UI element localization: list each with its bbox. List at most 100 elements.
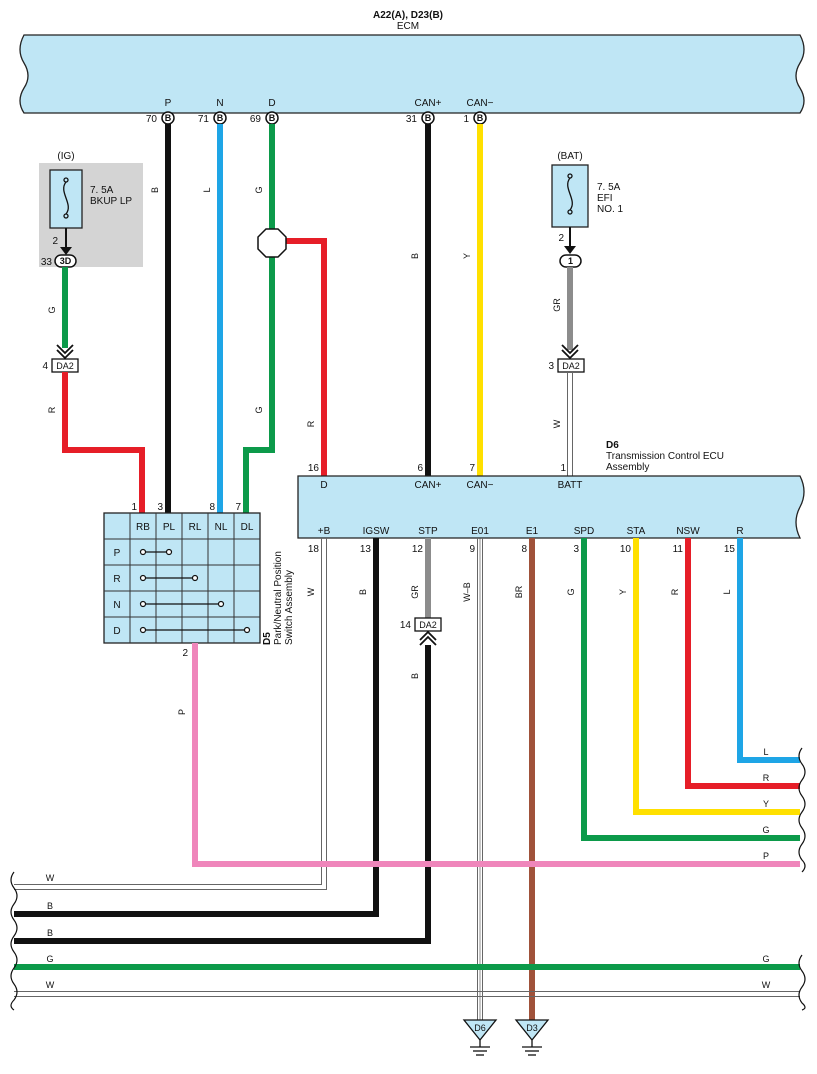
ecm-pin-p-signal: P xyxy=(165,98,172,109)
tcm-pin-batt-signal: BATT xyxy=(558,480,583,491)
wire-n-label: L xyxy=(202,187,212,192)
bat-fuse-name1: EFI xyxy=(597,193,613,204)
pn-col-dl: DL xyxy=(241,522,254,533)
pn-pin-2: 2 xyxy=(182,648,188,659)
da2-stp-name: DA2 xyxy=(419,620,437,630)
tcm-pin-d-signal: D xyxy=(320,480,327,491)
tcm-pin-canminus-number: 7 xyxy=(469,463,475,474)
bus-right-p: P xyxy=(763,851,769,861)
da2-right-name: DA2 xyxy=(562,361,580,371)
wire-d-red xyxy=(284,238,327,476)
bus-left-w: W xyxy=(46,873,55,883)
bus-left-b2: B xyxy=(47,928,53,938)
tcm-pin-canplus-number: 6 xyxy=(417,463,423,474)
ecm-pin-canplus-number: 31 xyxy=(406,114,418,125)
pn-col-rl: RL xyxy=(189,522,202,533)
bat-fuse-rating: 7. 5A xyxy=(597,182,621,193)
tcm-pin-plusb-number: 18 xyxy=(308,544,320,555)
tcm-pin-stp-signal: STP xyxy=(418,526,438,537)
stp-lower-label: B xyxy=(410,673,420,679)
ecm-pin-n-number: 71 xyxy=(198,114,210,125)
ecm-pin-d: D 69 B xyxy=(250,98,279,125)
tcm-box xyxy=(297,475,805,539)
ig-fuse-name: BKUP LP xyxy=(90,196,132,207)
bus-full-g-right: G xyxy=(762,954,769,964)
ig-junction-pin: 33 xyxy=(41,257,53,268)
tcm-pin-spd-signal: SPD xyxy=(574,526,595,537)
tcm-pin-e01-number: 9 xyxy=(469,544,475,555)
ecm-pin-p-number: 70 xyxy=(146,114,158,125)
tcm-wire-sta-label: Y xyxy=(618,589,628,595)
pn-pin-1: 1 xyxy=(131,502,137,513)
wire-canminus-label: Y xyxy=(462,253,472,259)
wire-ig-red xyxy=(62,372,145,513)
ecm-pin-d-number: 69 xyxy=(250,114,262,125)
tcm-pin-sta-number: 10 xyxy=(620,544,632,555)
wire-d-label1: G xyxy=(254,186,264,193)
wire-switch-pink xyxy=(192,643,800,867)
ecm-pin-canminus-number: 1 xyxy=(463,114,469,125)
pn-row-r: R xyxy=(113,574,120,585)
pn-pin-7: 7 xyxy=(235,502,241,513)
ig-junction-conn: 3D xyxy=(60,256,72,266)
pn-row-n: N xyxy=(113,600,120,611)
tcm-pin-e1-signal: E1 xyxy=(526,526,539,537)
da2-right-pin: 3 xyxy=(548,361,554,372)
bat-fuse-icon xyxy=(567,173,573,215)
bat-junction-conn: 1 xyxy=(568,256,573,266)
wire-d-label2: G xyxy=(254,406,264,413)
ground-d3: D3 xyxy=(514,1019,550,1056)
bus-full-w-left: W xyxy=(46,980,55,990)
ig-supply-label: (IG) xyxy=(57,151,74,162)
tcm-wire-nsw-label: R xyxy=(670,588,680,595)
pn-pin-3: 3 xyxy=(157,502,163,513)
da2-right xyxy=(557,358,585,373)
tcm-top-pins: 16 D 6 CAN+ 7 CAN− 1 BATT xyxy=(308,463,583,491)
da2-left-name: DA2 xyxy=(56,361,74,371)
pn-col-nl: NL xyxy=(215,522,228,533)
pn-switch: RB PL RL NL DL P R N D 1 3 8 7 2 D5 Park… xyxy=(103,502,295,659)
wire-p-label: B xyxy=(150,187,160,193)
ground-d6: D6 xyxy=(462,1019,498,1056)
tcm-wire-stp-label: GR xyxy=(410,585,420,599)
break-marks xyxy=(10,747,806,1011)
ecm-pin-n-signal: N xyxy=(216,98,223,109)
tcm-pin-plusb-signal: +B xyxy=(318,526,331,537)
tcm-pin-igsw-signal: IGSW xyxy=(363,526,390,537)
bus-right-y: Y xyxy=(763,799,769,809)
pn-switch-name1: Park/Neutral Position xyxy=(273,551,284,645)
pn-switch-name2: Switch Assembly xyxy=(284,570,295,645)
ecm-pin-canplus-signal: CAN+ xyxy=(415,98,442,109)
ecm-pin-d-conn: B xyxy=(269,113,276,123)
bus-right-g: G xyxy=(762,825,769,835)
wire-canplus-label: B xyxy=(410,253,420,259)
wire-d-green xyxy=(243,124,275,513)
ecm-pin-p-conn: B xyxy=(165,113,172,123)
tcm-pin-r-signal: R xyxy=(736,526,743,537)
bus-full-g-left: G xyxy=(46,954,53,964)
tcm-pin-nsw-number: 11 xyxy=(673,544,684,555)
ecm-pin-n-conn: B xyxy=(217,113,224,123)
bat-supply-label: (BAT) xyxy=(557,151,582,162)
ecm-box xyxy=(19,34,805,114)
pn-col-pl: PL xyxy=(163,522,176,533)
tcm-pin-canplus-signal: CAN+ xyxy=(415,480,442,491)
tcm-pin-nsw-signal: NSW xyxy=(676,526,700,537)
pn-switch-code: D5 xyxy=(262,632,273,645)
pn-pin-8: 8 xyxy=(209,502,215,513)
ecm-pin-canminus-conn: B xyxy=(477,113,484,123)
tcm-wire-spd-label: G xyxy=(566,588,576,595)
ig-fuse-rating: 7. 5A xyxy=(90,185,114,196)
ecm-pin-d-signal: D xyxy=(268,98,275,109)
tcm-pin-canminus-signal: CAN− xyxy=(467,480,494,491)
bus-left-b1: B xyxy=(47,901,53,911)
tcm-pin-e01-signal: E01 xyxy=(471,526,489,537)
ecm-code: A22(A), D23(B) xyxy=(373,10,443,21)
tcm-pin-sta-signal: STA xyxy=(627,526,646,537)
pn-row-p: P xyxy=(114,548,121,559)
ig-fuse-icon xyxy=(63,177,69,219)
splice-joint xyxy=(257,228,287,258)
ecm-pin-p: P 70 B xyxy=(146,98,175,125)
bus-right-r: R xyxy=(763,773,770,783)
